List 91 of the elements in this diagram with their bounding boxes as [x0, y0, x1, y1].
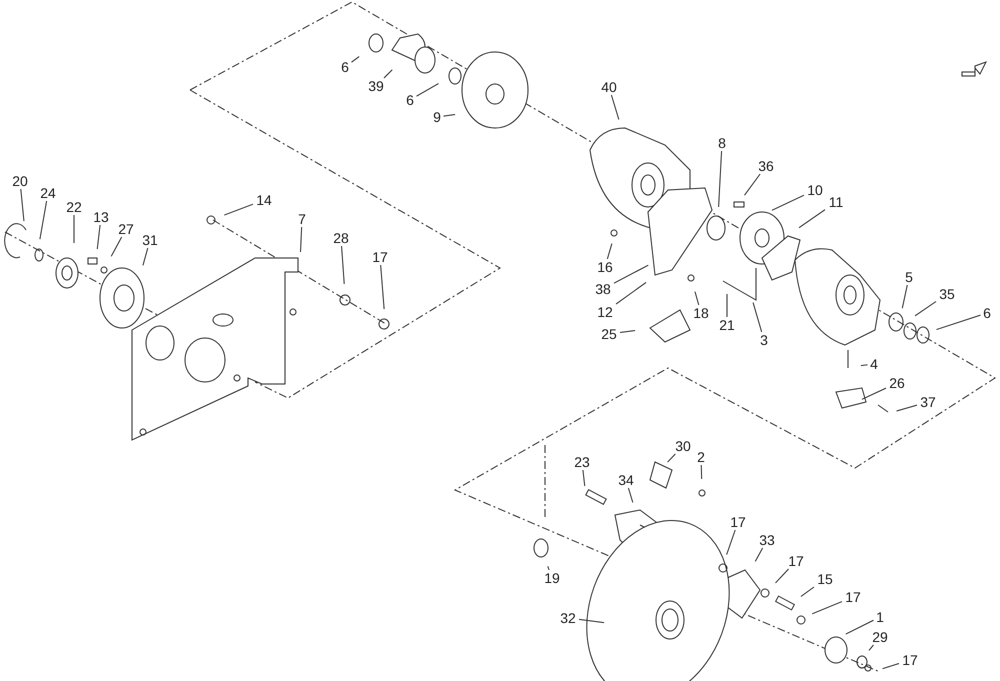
callout-number: 6 [338, 59, 352, 75]
leader-line [351, 56, 360, 63]
callout-number: 34 [615, 472, 637, 488]
callout-number: 17 [842, 589, 864, 605]
callout-number: 30 [672, 438, 694, 454]
leader-line [752, 302, 762, 332]
leader-line [700, 464, 702, 480]
callout-number: 19 [541, 570, 563, 586]
leader-line [694, 291, 700, 306]
callout-number: 11 [825, 194, 847, 210]
callout-number: 8 [716, 135, 728, 151]
callout-number: 26 [886, 375, 908, 391]
callout-number: 6 [404, 92, 416, 108]
callout-number: 3 [758, 332, 770, 348]
leader-line [771, 194, 804, 211]
leader-line [616, 282, 647, 305]
leader-line [902, 284, 908, 309]
leader-line [754, 548, 764, 562]
leader-line [96, 224, 101, 250]
leader-line [443, 114, 456, 117]
callout-number: 12 [594, 304, 616, 320]
leader-line [606, 243, 612, 260]
leader-line [39, 200, 48, 240]
callout-number: 39 [365, 78, 387, 94]
leader-line [718, 150, 722, 208]
callout-number: 17 [369, 249, 391, 265]
leader-line [110, 236, 122, 257]
leader-line [726, 530, 736, 556]
leader-line [861, 388, 886, 400]
callout-number: 7 [296, 211, 308, 227]
leader-line [384, 69, 393, 78]
callout-number: 35 [936, 286, 958, 302]
callout-number: 24 [37, 185, 59, 201]
leader-line [860, 364, 868, 366]
leader-line [896, 404, 918, 412]
leader-line [882, 662, 900, 670]
callout-number: 32 [557, 610, 579, 626]
leader-line [582, 470, 586, 487]
callout-number: 40 [598, 79, 620, 95]
callout-number: 28 [330, 230, 352, 246]
callout-number: 21 [716, 317, 738, 333]
leader-line [812, 601, 842, 614]
callout-number: 2 [694, 449, 708, 465]
callout-number: 15 [814, 571, 836, 587]
leader-line [628, 488, 634, 503]
callout-number: 31 [139, 232, 161, 248]
callout-number: 25 [598, 326, 620, 342]
leader-line [547, 566, 550, 570]
leader-line [744, 174, 761, 196]
leader-line [341, 246, 345, 285]
callout-number: 18 [690, 305, 712, 321]
leader-line [726, 294, 728, 318]
callout-number: 9 [430, 109, 444, 125]
leader-line [914, 301, 936, 316]
callout-number: 13 [90, 209, 112, 225]
leader-line [868, 644, 874, 651]
leader-line [936, 314, 981, 330]
callout-number: 6 [980, 305, 994, 321]
leader-line [620, 330, 636, 334]
callout-number: 29 [869, 629, 891, 645]
callout-number: 4 [868, 356, 880, 372]
callout-number: 37 [917, 394, 939, 410]
callout-number: 17 [899, 652, 921, 668]
callout-number: 14 [253, 192, 275, 208]
leader-line [610, 94, 620, 120]
leader-line [578, 618, 605, 624]
leader-line [798, 209, 826, 228]
leader-line [300, 226, 302, 252]
callout-number: 23 [571, 454, 593, 470]
callout-number: 1 [874, 609, 886, 625]
callout-number: 27 [115, 221, 137, 237]
callout-number: 17 [785, 553, 807, 569]
leader-line [614, 264, 649, 284]
callout-number: 20 [9, 173, 31, 189]
callout-number: 36 [755, 158, 777, 174]
leader-line [667, 454, 676, 463]
leader-line [224, 204, 254, 216]
callout-number: 10 [804, 182, 826, 198]
callout-number: 33 [756, 532, 778, 548]
leader-line [845, 620, 874, 635]
callout-number: 22 [63, 199, 85, 215]
leader-line [20, 188, 24, 222]
leader-line [416, 83, 439, 97]
leader-line [380, 264, 385, 310]
callout-number: 5 [902, 269, 916, 285]
callout-number: 17 [727, 514, 749, 530]
leader-line [142, 248, 148, 266]
leader-line [800, 586, 814, 598]
leader-line [775, 568, 790, 584]
callout-number: 38 [592, 281, 614, 297]
callout-number: 16 [594, 259, 616, 275]
